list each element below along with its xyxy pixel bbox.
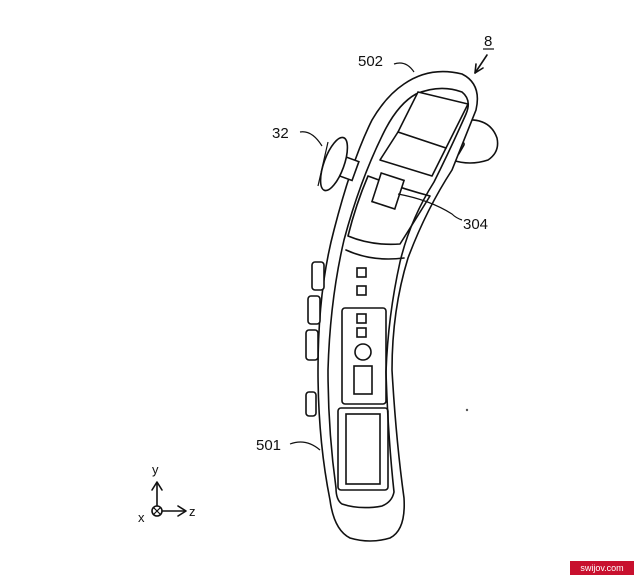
- figure-number-group: 8: [474, 33, 494, 74]
- dial-wheel: [319, 136, 349, 192]
- coordinate-axes: y x z: [138, 462, 196, 525]
- figure-number: 8: [484, 33, 492, 50]
- slot-button: [353, 365, 373, 395]
- lower-panel-frame: [337, 407, 389, 491]
- axis-x-label: x: [138, 510, 145, 525]
- axis-z-label: z: [189, 504, 196, 519]
- top-screen-bezel: [379, 131, 447, 177]
- stray-dot: [465, 408, 469, 412]
- round-button: [354, 343, 372, 361]
- front-panel: [327, 87, 470, 509]
- side-button-1: [311, 261, 325, 291]
- watermark-badge: swijov.com: [570, 561, 634, 575]
- label-501: 501: [256, 437, 281, 454]
- small-button-2: [356, 285, 367, 296]
- label-32: 32: [272, 125, 289, 142]
- axis-x-cross: [153, 507, 161, 515]
- small-button-1: [356, 267, 367, 278]
- label-304: 304: [463, 216, 488, 233]
- leader-502: [393, 62, 415, 73]
- axis-z-head: [177, 505, 187, 517]
- label-502: 502: [358, 53, 383, 70]
- figure-arrow-head: [474, 63, 484, 74]
- side-button-4: [305, 391, 317, 417]
- axis-y-label: y: [152, 462, 159, 477]
- side-button-2: [307, 295, 321, 325]
- axis-y-head: [151, 481, 163, 491]
- dial-rim: [317, 141, 329, 187]
- leader-304: [397, 193, 463, 221]
- control-section: [341, 307, 387, 405]
- leader-501: [289, 441, 321, 451]
- figure-arrow: [474, 54, 488, 74]
- small-button-3: [356, 313, 367, 324]
- dial: [317, 136, 360, 192]
- side-button-3: [305, 329, 319, 361]
- lower-panel-screen: [345, 413, 381, 485]
- window-panel: [347, 175, 431, 246]
- leader-32: [299, 131, 323, 147]
- small-button-4: [356, 327, 367, 338]
- body-divider-top: [345, 249, 405, 260]
